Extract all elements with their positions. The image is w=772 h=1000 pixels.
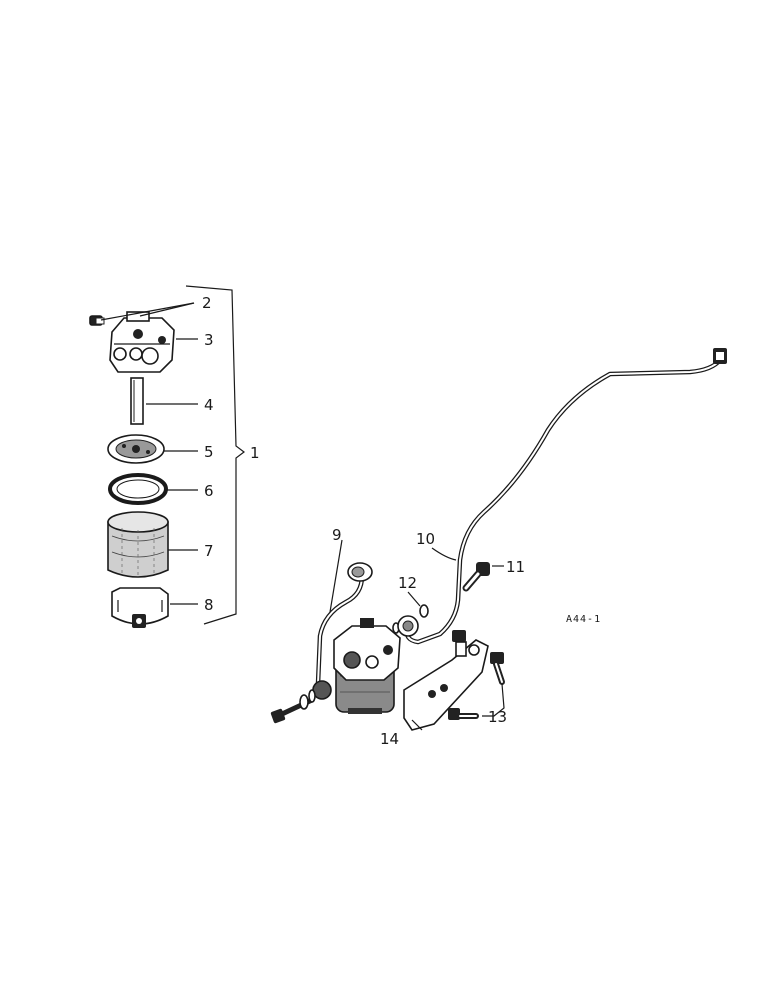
- reference-code: A44-1: [566, 614, 601, 625]
- sealing-ring-part: [108, 473, 168, 505]
- callout-1: 1: [250, 444, 260, 462]
- callout-11: 11: [506, 558, 525, 576]
- callout-6: 6: [204, 482, 214, 500]
- callout-5: 5: [204, 443, 214, 461]
- callout-10: 10: [416, 530, 435, 548]
- short-fuel-pipe-part: [315, 562, 373, 687]
- plate-part: [107, 434, 165, 464]
- washer-part: [392, 604, 429, 637]
- fuel-pipe-part: [404, 348, 727, 645]
- callout-2: 2: [202, 294, 212, 312]
- callout-12: 12: [398, 574, 417, 592]
- callout-3: 3: [204, 331, 214, 349]
- banjo-bolt-11-part: [462, 562, 490, 592]
- callout-4: 4: [204, 396, 214, 414]
- centre-tube-part: [130, 377, 144, 425]
- banjo-bolt-part: [270, 680, 332, 724]
- mounting-bracket-part: [403, 630, 489, 731]
- callout-14: 14: [380, 730, 399, 748]
- installed-filter-part: [333, 618, 401, 714]
- callout-9: 9: [332, 526, 342, 544]
- bowl-part: [111, 587, 169, 628]
- callout-13: 13: [488, 708, 507, 726]
- leader-lines-left: [100, 285, 245, 625]
- callout-7: 7: [204, 542, 214, 560]
- callout-8: 8: [204, 596, 214, 614]
- bracket-bolts-part: [448, 652, 505, 720]
- leader-lines-right: [329, 539, 505, 731]
- filter-head-part: [109, 311, 175, 373]
- filter-element-part: [107, 511, 169, 578]
- bleed-screw-part: [89, 315, 105, 326]
